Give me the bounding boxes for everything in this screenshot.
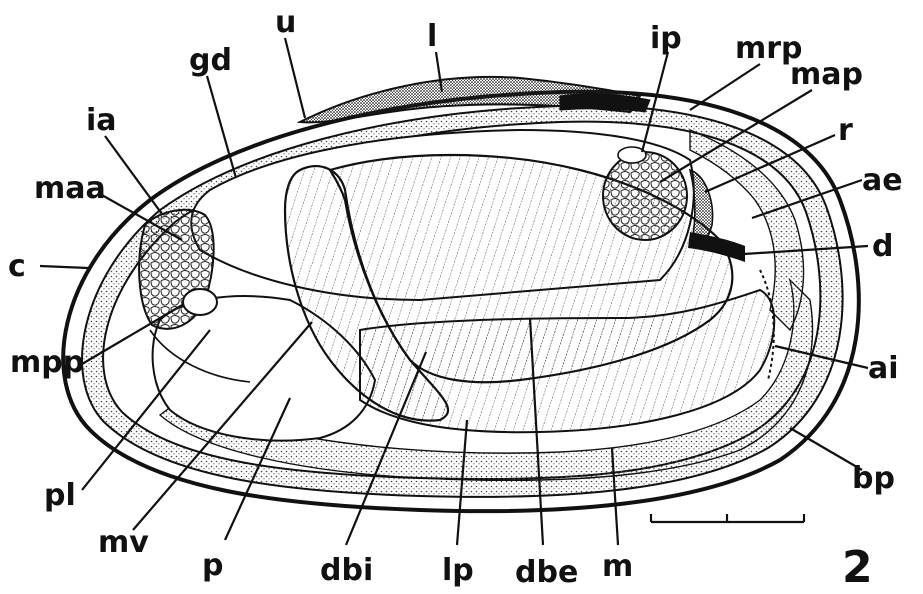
label-p: p [202,548,223,583]
leader-c [40,266,88,268]
adductor-map [603,152,687,240]
leader-u [285,38,305,118]
label-maa: maa [34,171,106,206]
label-ip: ip [650,21,682,56]
label-c: c [8,249,26,284]
label-lp: lp [442,553,474,588]
leader-mrp [690,64,760,110]
label-ia: ia [86,103,117,138]
figure-number: 2 [842,542,873,593]
label-mpp: mpp [10,345,84,380]
label-mv: mv [98,525,149,560]
label-dbe: dbe [515,555,578,590]
label-d: d [872,229,893,264]
label-r: r [838,113,853,148]
label-pl: pl [44,478,76,513]
label-m: m [602,549,633,584]
label-gd: gd [189,43,232,78]
label-map: map [790,57,863,92]
label-ae: ae [862,163,903,198]
label-ai: ai [868,351,899,386]
retractor-mpp [183,289,217,315]
label-u: u [275,5,296,40]
scale-bar [651,514,804,522]
label-dbi: dbi [320,553,373,588]
label-l: l [427,19,437,54]
label-bp: bp [852,461,895,496]
